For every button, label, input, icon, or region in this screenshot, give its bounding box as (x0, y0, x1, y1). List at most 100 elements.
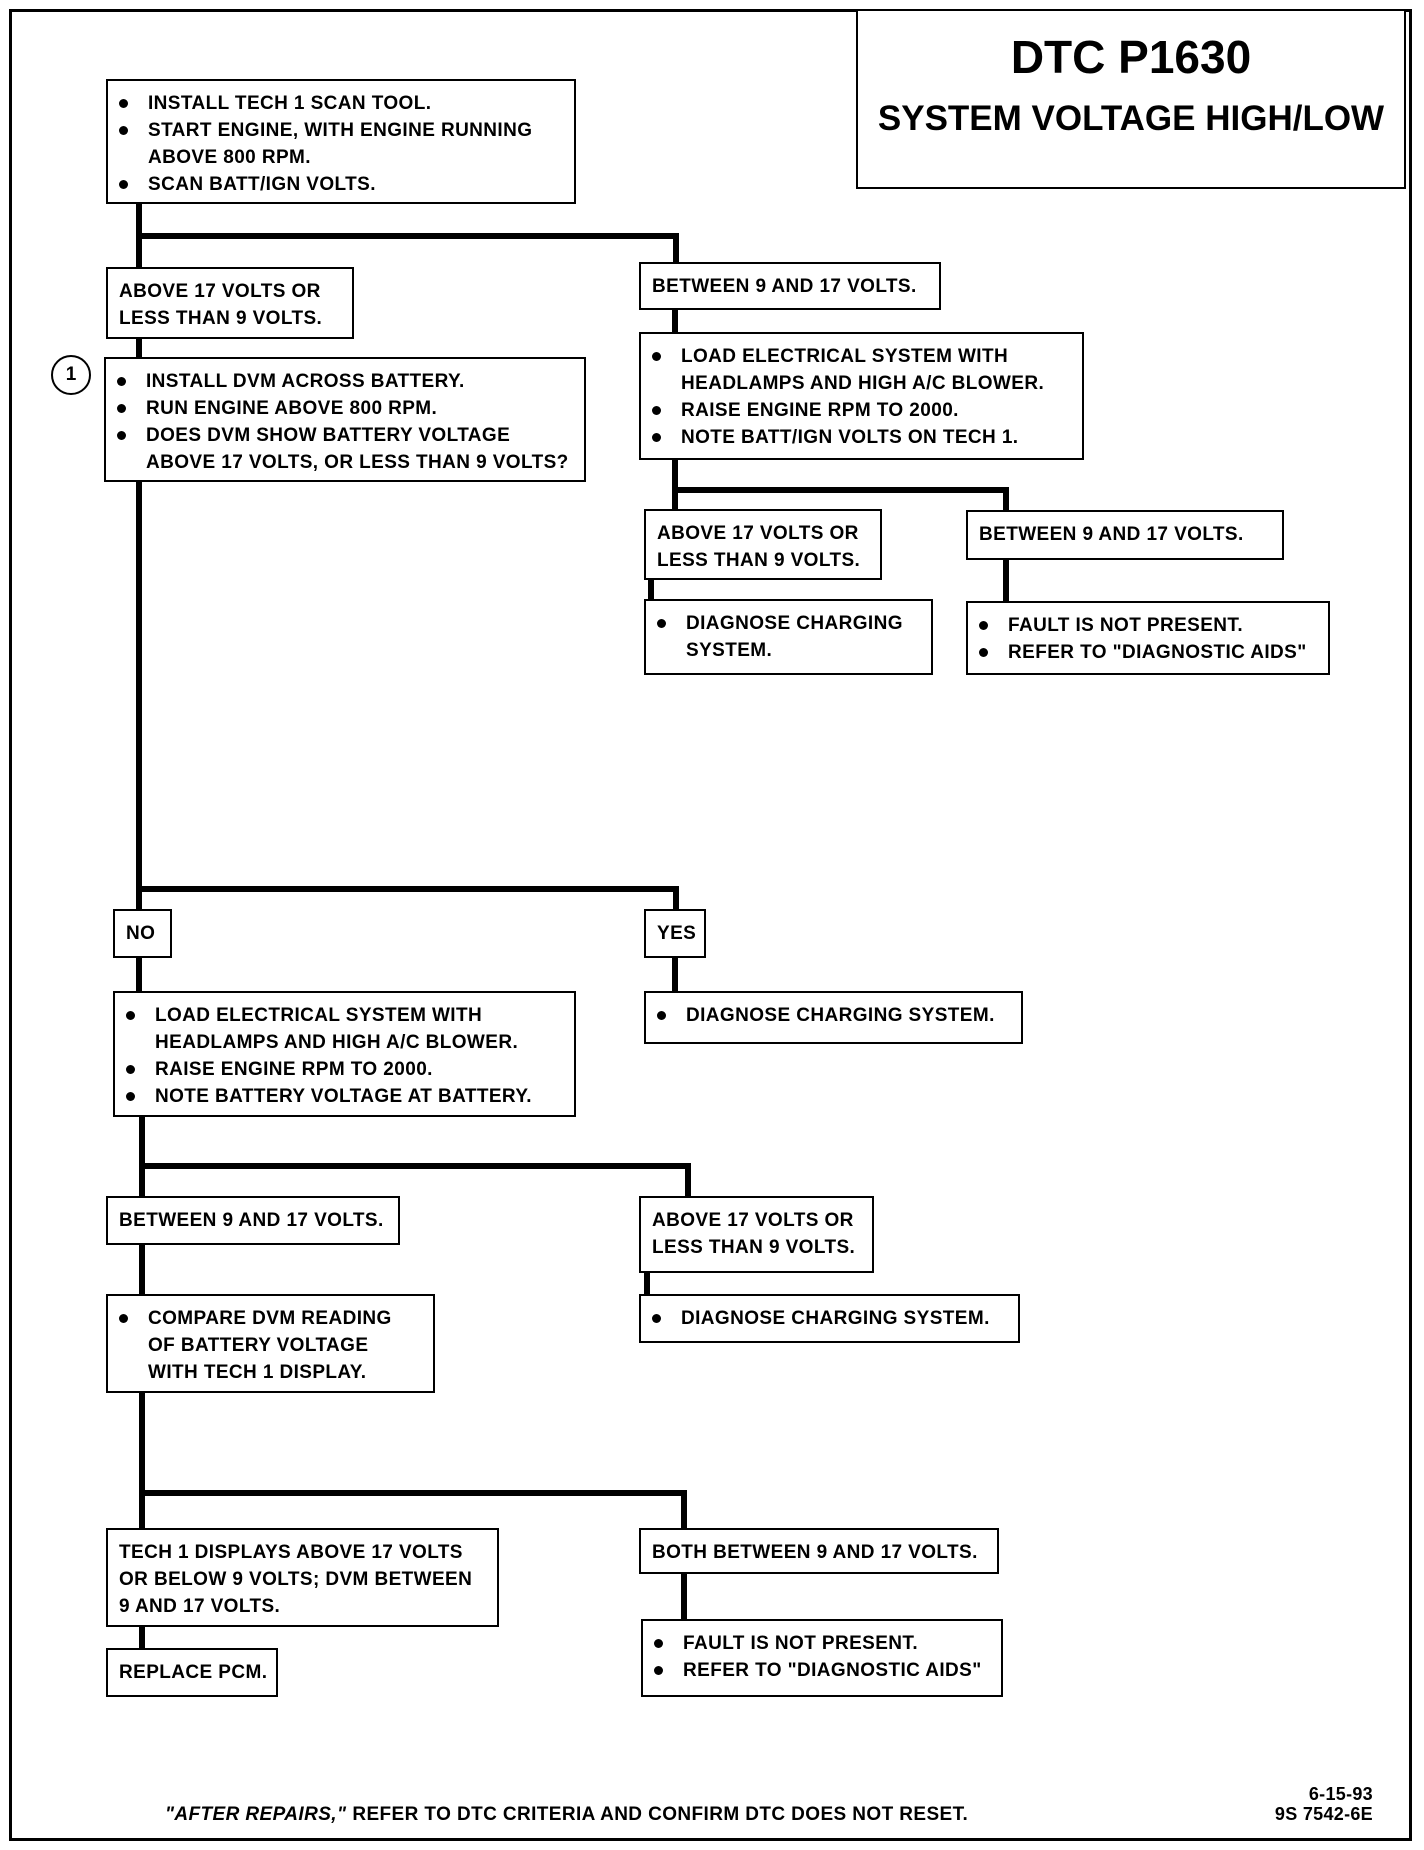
answer-label: YES (657, 923, 697, 944)
start-step-box: INSTALL TECH 1 SCAN TOOL. START ENGINE, … (106, 79, 576, 204)
instruction-text: RUN ENGINE ABOVE 800 RPM. (146, 398, 438, 419)
instruction-item: NOTE BATT/IGN VOLTS ON TECH 1. (641, 424, 1076, 451)
instruction-text: SCAN BATT/IGN VOLTS. (148, 174, 376, 195)
bullet-dot (117, 404, 126, 413)
instruction-text: DOES DVM SHOW BATTERY VOLTAGE ABOVE 17 V… (146, 425, 569, 473)
answer-label: NO (126, 923, 156, 944)
action-diagnose-charging: DIAGNOSE CHARGING SYSTEM. (644, 991, 1023, 1044)
instruction-item: REFER TO "DIAGNOSTIC AIDS" (643, 1657, 995, 1684)
load-test-battery-box: LOAD ELECTRICAL SYSTEM WITH HEADLAMPS AN… (113, 991, 576, 1117)
instruction-item: FAULT IS NOT PRESENT. (643, 1630, 995, 1657)
bullet-dot (119, 126, 128, 135)
instruction-text: REFER TO "DIAGNOSTIC AIDS" (1008, 642, 1307, 663)
compare-readings-box: COMPARE DVM READING OF BATTERY VOLTAGE W… (106, 1294, 435, 1393)
bullet-dot (119, 180, 128, 189)
bullet-dot (126, 1065, 135, 1074)
bullet-dot (654, 1639, 663, 1648)
branch-label: ABOVE 17 VOLTS OR LESS THAN 9 VOLTS. (652, 1210, 856, 1258)
bullet-dot (126, 1011, 135, 1020)
branch-both-in-range: BOTH BETWEEN 9 AND 17 VOLTS. (639, 1528, 999, 1574)
instruction-item: LOAD ELECTRICAL SYSTEM WITH HEADLAMPS AN… (641, 343, 1076, 397)
answer-yes: YES (644, 909, 706, 958)
bullet-dot (979, 621, 988, 630)
instruction-text: COMPARE DVM READING OF BATTERY VOLTAGE W… (148, 1308, 392, 1383)
action-fault-not-present: FAULT IS NOT PRESENT. REFER TO "DIAGNOST… (641, 1619, 1003, 1697)
instruction-item: INSTALL TECH 1 SCAN TOOL. (108, 90, 568, 117)
instruction-item: LOAD ELECTRICAL SYSTEM WITH HEADLAMPS AN… (115, 1002, 568, 1056)
footer-emphasis: "AFTER REPAIRS," (165, 1804, 347, 1825)
bullet-dot (654, 1666, 663, 1675)
load-test-tech1-box: LOAD ELECTRICAL SYSTEM WITH HEADLAMPS AN… (639, 332, 1084, 460)
instruction-text: FAULT IS NOT PRESENT. (1008, 615, 1244, 636)
instruction-item: RUN ENGINE ABOVE 800 RPM. (106, 395, 578, 422)
instruction-text: RAISE ENGINE RPM TO 2000. (155, 1059, 433, 1080)
branch-scan-out-of-range: ABOVE 17 VOLTS OR LESS THAN 9 VOLTS. (106, 267, 354, 339)
bullet-dot (117, 431, 126, 440)
step-marker: 1 (51, 355, 91, 395)
branch-label: BETWEEN 9 AND 17 VOLTS. (119, 1210, 384, 1231)
revision-info: 6-15-93 9S 7542-6E (1275, 1784, 1373, 1824)
instruction-text: DIAGNOSE CHARGING SYSTEM. (681, 1308, 990, 1329)
bullet-dot (652, 1314, 661, 1323)
instruction-item: INSTALL DVM ACROSS BATTERY. (106, 368, 578, 395)
connector-line (136, 479, 679, 912)
bullet-dot (657, 1011, 666, 1020)
branch-label: BOTH BETWEEN 9 AND 17 VOLTS. (652, 1542, 978, 1563)
instruction-item: RAISE ENGINE RPM TO 2000. (115, 1056, 568, 1083)
branch-label: BETWEEN 9 AND 17 VOLTS. (652, 276, 917, 297)
bullet-dot (652, 433, 661, 442)
connector-line (672, 457, 1009, 513)
branch-label: ABOVE 17 VOLTS OR LESS THAN 9 VOLTS. (119, 281, 323, 329)
branch-label: ABOVE 17 VOLTS OR LESS THAN 9 VOLTS. (657, 523, 861, 571)
action-fault-not-present: FAULT IS NOT PRESENT. REFER TO "DIAGNOST… (966, 601, 1330, 675)
instruction-item: DOES DVM SHOW BATTERY VOLTAGE ABOVE 17 V… (106, 422, 578, 476)
instruction-text: NOTE BATTERY VOLTAGE AT BATTERY. (155, 1086, 532, 1107)
instruction-text: REFER TO "DIAGNOSTIC AIDS" (683, 1660, 982, 1681)
instruction-item: SCAN BATT/IGN VOLTS. (108, 171, 568, 198)
instruction-text: START ENGINE, WITH ENGINE RUNNING ABOVE … (148, 120, 533, 168)
instruction-item: FAULT IS NOT PRESENT. (968, 612, 1322, 639)
instruction-text: FAULT IS NOT PRESENT. (683, 1633, 919, 1654)
dvm-check-box: INSTALL DVM ACROSS BATTERY. RUN ENGINE A… (104, 357, 586, 482)
connector-line (136, 201, 679, 270)
document-number: 9S 7542-6E (1274, 1804, 1373, 1824)
bullet-dot (979, 648, 988, 657)
instruction-text: NOTE BATT/IGN VOLTS ON TECH 1. (681, 427, 1019, 448)
dtc-code: DTC P1630 (1010, 31, 1252, 83)
instruction-text: LOAD ELECTRICAL SYSTEM WITH HEADLAMPS AN… (681, 346, 1045, 394)
instruction-text: DIAGNOSE CHARGING SYSTEM. (686, 1005, 995, 1026)
instruction-text: LOAD ELECTRICAL SYSTEM WITH HEADLAMPS AN… (155, 1005, 519, 1053)
action-diagnose-charging: DIAGNOSE CHARGING SYSTEM. (644, 599, 933, 675)
bullet-dot (657, 619, 666, 628)
action-diagnose-charging: DIAGNOSE CHARGING SYSTEM. (639, 1294, 1020, 1343)
branch-battery-in-range: BETWEEN 9 AND 17 VOLTS. (106, 1196, 400, 1245)
title-block: DTC P1630 SYSTEM VOLTAGE HIGH/LOW (856, 9, 1406, 189)
instruction-item: DIAGNOSE CHARGING SYSTEM. (646, 610, 925, 664)
branch-battery-out-of-range: ABOVE 17 VOLTS OR LESS THAN 9 VOLTS. (639, 1196, 874, 1273)
action-label: REPLACE PCM. (119, 1662, 268, 1683)
branch-load-tech1-in-range: BETWEEN 9 AND 17 VOLTS. (966, 510, 1284, 560)
footer-text: REFER TO DTC CRITERIA AND CONFIRM DTC DO… (352, 1804, 969, 1825)
footer-note: "AFTER REPAIRS,"REFER TO DTC CRITERIA AN… (165, 1802, 968, 1828)
answer-no: NO (113, 909, 172, 958)
dtc-title: SYSTEM VOLTAGE HIGH/LOW (877, 99, 1385, 138)
page-frame (9, 9, 1412, 1841)
bullet-dot (119, 1314, 128, 1323)
instruction-item: COMPARE DVM READING OF BATTERY VOLTAGE W… (108, 1305, 427, 1386)
revision-date: 6-15-93 (1308, 1784, 1373, 1804)
instruction-item: NOTE BATTERY VOLTAGE AT BATTERY. (115, 1083, 568, 1110)
instruction-item: START ENGINE, WITH ENGINE RUNNING ABOVE … (108, 117, 568, 171)
connector-line (139, 1114, 691, 1199)
branch-label: BETWEEN 9 AND 17 VOLTS. (979, 524, 1244, 545)
instruction-text: RAISE ENGINE RPM TO 2000. (681, 400, 959, 421)
bullet-dot (652, 406, 661, 415)
action-replace-pcm: REPLACE PCM. (106, 1648, 278, 1697)
branch-label: TECH 1 DISPLAYS ABOVE 17 VOLTS OR BELOW … (119, 1542, 473, 1617)
instruction-item: DIAGNOSE CHARGING SYSTEM. (646, 1002, 1015, 1029)
branch-scan-in-range: BETWEEN 9 AND 17 VOLTS. (639, 262, 941, 310)
instruction-text: INSTALL DVM ACROSS BATTERY. (146, 371, 465, 392)
instruction-item: REFER TO "DIAGNOSTIC AIDS" (968, 639, 1322, 666)
bullet-dot (126, 1092, 135, 1101)
bullet-dot (652, 352, 661, 361)
